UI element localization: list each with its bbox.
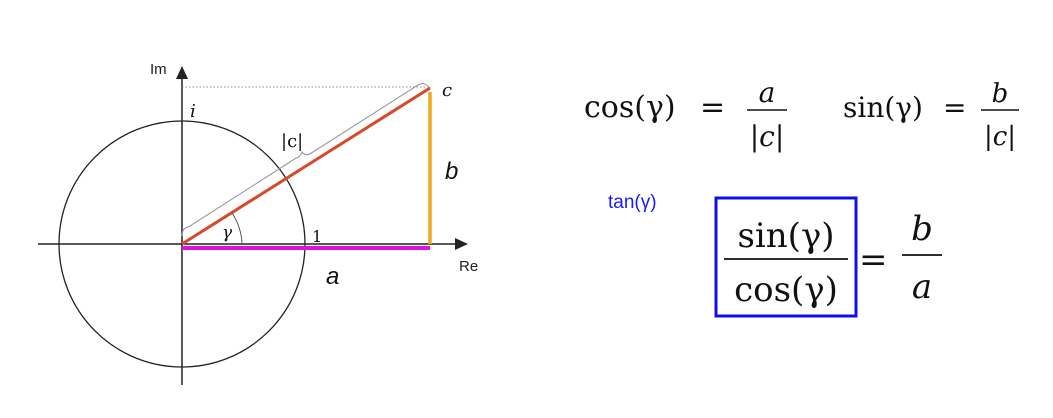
real-axis-label: Re (459, 258, 478, 275)
tan-rhs-numerator: b (911, 209, 933, 249)
modulus-label: |c| (281, 131, 303, 152)
modulus-brace (181, 83, 431, 237)
sin-equals: = (943, 91, 966, 124)
cos-denominator: |c| (750, 120, 785, 153)
hypotenuse-line (181, 86, 431, 246)
cos-formula: cos(γ) = a |c| (584, 76, 787, 153)
tan-equals: = (859, 240, 888, 280)
cos-lhs: cos(γ) (584, 90, 676, 125)
tan-numerator: sin(γ) (737, 216, 834, 256)
imag-unit-label: i (190, 101, 196, 122)
real-axis-arrowhead (455, 238, 468, 250)
sin-numerator: b (992, 79, 1009, 109)
unit-circle (58, 120, 306, 368)
imag-axis-arrowhead (176, 66, 188, 79)
real-unit-label: 1 (312, 227, 322, 246)
sin-lhs: sin(γ) (843, 91, 923, 124)
tan-denominator: cos(γ) (734, 270, 838, 310)
tan-formula: tan(γ) sin(γ) cos(γ) = b a (608, 192, 942, 318)
angle-arc (231, 212, 243, 245)
sin-formula: sin(γ) = b |c| (843, 79, 1019, 152)
tan-label: tan(γ) (608, 192, 657, 213)
cos-equals: = (700, 90, 725, 125)
sin-denominator: |c| (984, 122, 1016, 152)
side-a-label: a (326, 263, 339, 290)
side-b-label: b (445, 158, 458, 185)
tan-highlight-box (714, 196, 858, 318)
imag-axis-label: Im (150, 61, 167, 78)
angle-label: γ (222, 223, 233, 243)
point-c-label: c (442, 80, 452, 101)
tan-rhs-denominator: a (912, 267, 932, 307)
cos-numerator: a (759, 76, 776, 109)
